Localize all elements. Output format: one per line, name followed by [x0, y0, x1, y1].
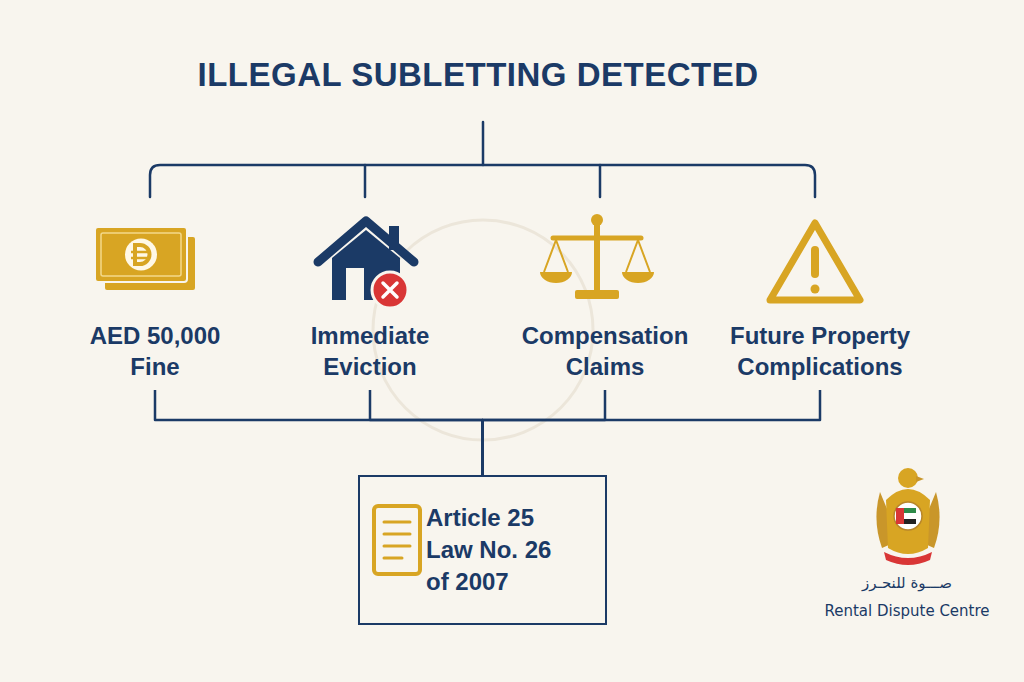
emblem-caption: Rental Dispute Centre: [824, 602, 989, 620]
warning-icon: [770, 223, 860, 300]
consequence-item: Compensation Claims: [498, 320, 713, 390]
scales-icon: [540, 214, 654, 299]
branch-bracket: [150, 122, 815, 197]
connector: [155, 390, 483, 475]
connector: [370, 390, 483, 475]
title: ILLEGAL SUBLETTING DETECTED: [197, 56, 758, 94]
node-text: Article 25 Law No. 26 of 2007: [426, 502, 576, 598]
connector: [483, 390, 821, 475]
node-text: AED 50,000 Fine: [65, 320, 245, 382]
house-icon: [318, 221, 414, 308]
consequence-item: AED 50,000 Fine: [65, 320, 245, 390]
connector: [483, 390, 606, 475]
banknote-icon: [95, 227, 196, 291]
node-text: Compensation Claims: [498, 320, 713, 382]
consequence-item: Future Property Complications: [708, 320, 933, 390]
document-icon: [374, 506, 420, 574]
node-text: Future Property Complications: [708, 320, 933, 382]
law-reference-box: Article 25 Law No. 26 of 2007: [358, 475, 607, 625]
consequence-item: Immediate Eviction: [280, 320, 460, 390]
emblem-caption: صـــوة للنحـرز: [862, 574, 952, 592]
node-text: Immediate Eviction: [280, 320, 460, 382]
emblem: [876, 468, 939, 565]
